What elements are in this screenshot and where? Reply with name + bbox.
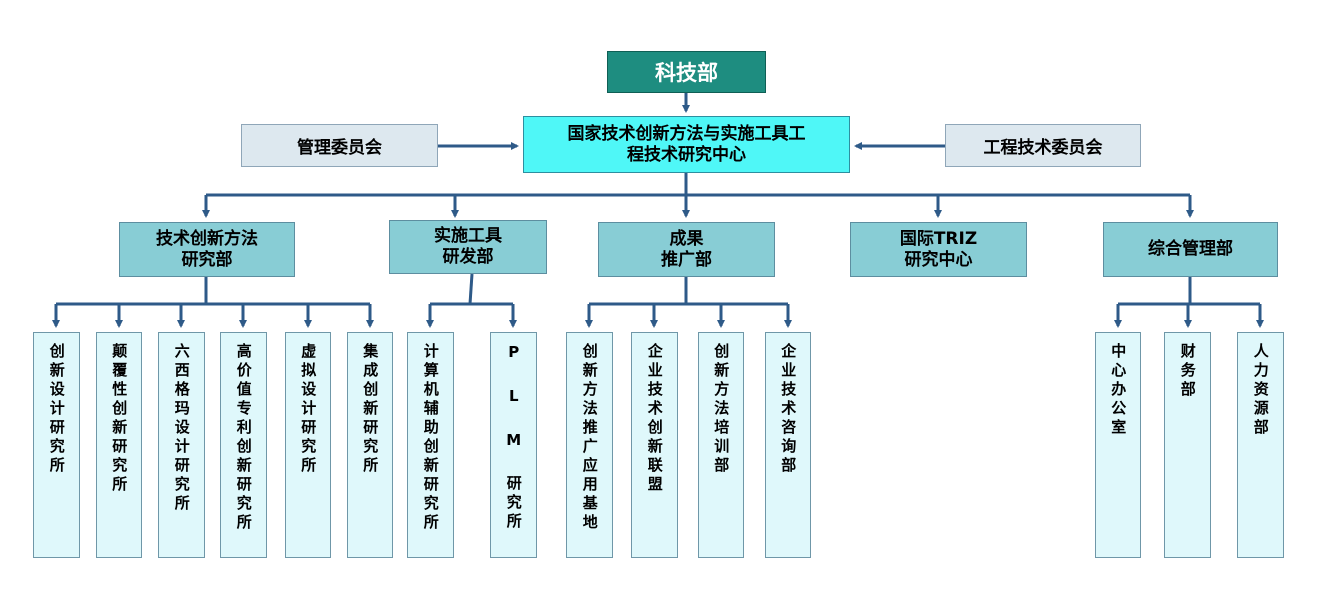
sub-box-training-dept: 创新方法培训部 — [698, 332, 744, 558]
center-box-label: 国家技术创新方法与实施工具工 程技术研究中心 — [567, 123, 806, 165]
sub-box-label: P L M 研究所 — [504, 343, 523, 532]
sub-box-high-value-patent-institute: 高价值专利创新研究所 — [220, 332, 267, 558]
dept-box-tools-rnd: 实施工具 研发部 — [389, 220, 547, 274]
sub-box-consulting-dept: 企业技术咨询部 — [765, 332, 811, 558]
connector-dept-trunk — [468, 273, 474, 305]
sub-box-integrated-innovation-institute: 集成创新研究所 — [347, 332, 393, 558]
dept-box-innovation-methods: 技术创新方法 研究部 — [119, 222, 295, 277]
center-box-research-center: 国家技术创新方法与实施工具工 程技术研究中心 — [523, 116, 850, 173]
dept-box-triz-center: 国际TRIZ 研究中心 — [850, 222, 1027, 277]
dept-label: 成果 推广部 — [661, 228, 712, 270]
sub-box-label: 创新方法培训部 — [712, 343, 731, 476]
dept-label: 国际TRIZ 研究中心 — [899, 228, 978, 270]
sub-box-label: 集成创新研究所 — [361, 343, 380, 476]
sub-box-finance-dept: 财务部 — [1164, 332, 1211, 558]
management-committee-label: 管理委员会 — [297, 138, 382, 158]
management-committee-box: 管理委员会 — [241, 124, 438, 167]
sub-box-label: 企业技术咨询部 — [779, 343, 798, 476]
sub-box-center-office: 中心办公室 — [1095, 332, 1141, 558]
sub-box-label: 人力资源部 — [1251, 343, 1270, 438]
sub-box-label: 虚拟设计研究所 — [299, 343, 318, 476]
dept-box-general-management: 综合管理部 — [1103, 222, 1278, 277]
engineering-committee-label: 工程技术委员会 — [983, 138, 1103, 158]
dept-label: 实施工具 研发部 — [434, 226, 502, 267]
sub-box-label: 创新设计研究所 — [47, 343, 66, 476]
sub-box-virtual-design-institute: 虚拟设计研究所 — [285, 332, 331, 558]
sub-box-label: 六西格玛设计研究所 — [172, 343, 191, 514]
sub-box-label: 计算机辅助创新研究所 — [421, 343, 440, 533]
sub-box-label: 中心办公室 — [1109, 343, 1128, 438]
dept-label: 综合管理部 — [1148, 239, 1233, 259]
sub-box-six-sigma-institute: 六西格玛设计研究所 — [158, 332, 205, 558]
sub-box-plm-institute: P L M 研究所 — [490, 332, 537, 558]
sub-box-innovation-design-institute: 创新设计研究所 — [33, 332, 80, 558]
sub-box-promotion-base: 创新方法推广应用基地 — [566, 332, 613, 558]
sub-box-enterprise-alliance: 企业技术创新联盟 — [631, 332, 678, 558]
engineering-committee-box: 工程技术委员会 — [945, 124, 1141, 167]
top-box-label: 科技部 — [655, 61, 718, 85]
sub-box-label: 财务部 — [1178, 343, 1197, 400]
sub-box-label: 高价值专利创新研究所 — [234, 343, 253, 533]
sub-box-label: 颠覆性创新研究所 — [110, 343, 129, 495]
sub-box-hr-dept: 人力资源部 — [1237, 332, 1284, 558]
dept-label: 技术创新方法 研究部 — [156, 228, 258, 270]
top-box-ministry: 科技部 — [607, 51, 766, 93]
sub-box-label: 创新方法推广应用基地 — [580, 343, 599, 533]
sub-box-label: 企业技术创新联盟 — [645, 343, 664, 495]
dept-box-promotion: 成果 推广部 — [598, 222, 775, 277]
sub-box-computer-aided-innovation-institute: 计算机辅助创新研究所 — [407, 332, 454, 558]
sub-box-disruptive-innovation-institute: 颠覆性创新研究所 — [96, 332, 142, 558]
